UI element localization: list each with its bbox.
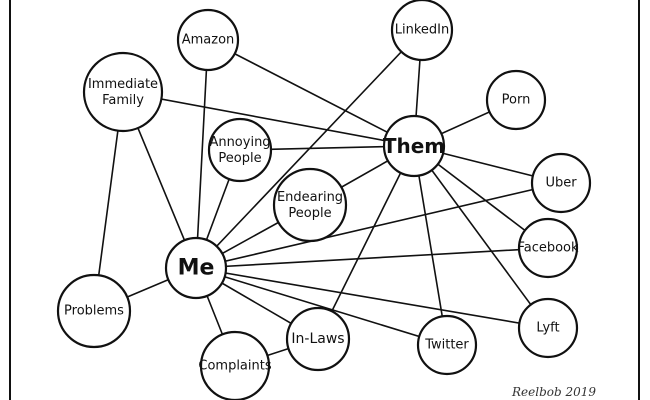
node-uber: Uber: [530, 152, 592, 214]
node-label-complaints: Complaints: [198, 359, 271, 374]
edge-me-facebook: [195, 247, 549, 269]
node-them: Them: [382, 114, 446, 178]
node-label-porn: Porn: [502, 93, 531, 108]
node-label-lyft: Lyft: [536, 321, 559, 336]
node-circle-lyft: [517, 297, 579, 359]
node-circle-family: [82, 51, 164, 133]
node-inlaws: In-Laws: [285, 306, 351, 372]
node-label-facebook: Facebook: [517, 241, 579, 256]
edge-me-twitter: [195, 267, 448, 346]
node-circle-annoying: [207, 117, 273, 183]
edge-them-inlaws: [317, 145, 415, 340]
node-circle-porn: [485, 69, 547, 131]
node-amazon: Amazon: [176, 8, 240, 72]
node-lyft: Lyft: [517, 297, 579, 359]
node-facebook: Facebook: [517, 217, 579, 279]
node-problems: Problems: [56, 273, 132, 349]
node-circle-facebook: [517, 217, 579, 279]
edge-me-uber: [195, 182, 562, 269]
node-label-them: Them: [383, 134, 445, 158]
node-circle-uber: [530, 152, 592, 214]
node-circle-them: [382, 114, 446, 178]
node-label-inlaws: In-Laws: [291, 331, 344, 347]
signature: Reelbob 2019: [511, 385, 596, 399]
node-label-uber: Uber: [545, 176, 577, 191]
node-circle-me: [164, 236, 228, 300]
edge-them-family: [122, 91, 415, 147]
edge-me-lyft: [195, 267, 549, 329]
edge-me-amazon: [195, 39, 209, 269]
node-circle-amazon: [176, 8, 240, 72]
node-label-linkedin: LinkedIn: [395, 23, 449, 38]
node-twitter: Twitter: [416, 314, 478, 376]
node-label-problems: Problems: [64, 304, 124, 319]
node-label-twitter: Twitter: [424, 338, 469, 353]
edge-them-amazon: [207, 39, 415, 147]
node-porn: Porn: [485, 69, 547, 131]
node-circle-endearing: [272, 167, 348, 243]
node-circle-twitter: [416, 314, 478, 376]
node-circle-problems: [56, 273, 132, 349]
node-label-me: Me: [178, 256, 215, 281]
node-circle-inlaws: [285, 306, 351, 372]
node-circle-linkedin: [390, 0, 454, 62]
edge-them-lyft: [413, 145, 549, 329]
node-linkedin: LinkedIn: [390, 0, 454, 62]
node-complaints: Complaints: [198, 330, 272, 400]
node-me: Me: [164, 236, 228, 300]
edge-them-twitter: [413, 145, 448, 346]
node-circle-complaints: [199, 330, 271, 400]
node-label-amazon: Amazon: [182, 33, 235, 48]
